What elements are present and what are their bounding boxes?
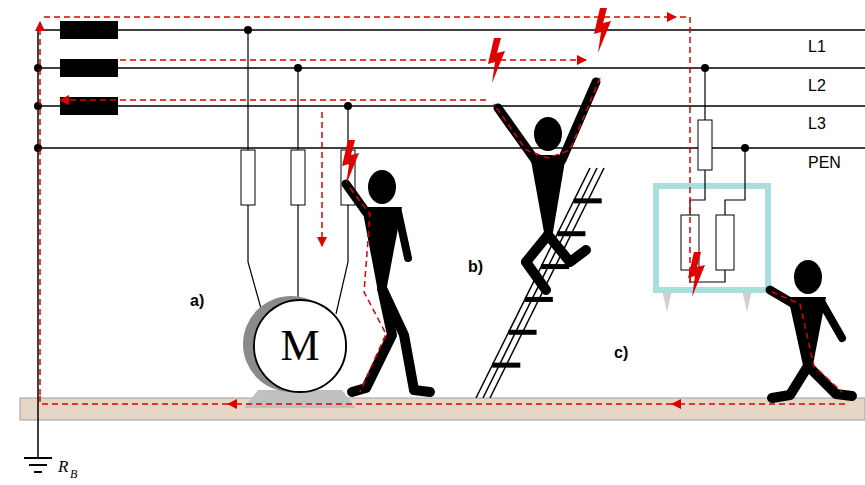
person-b	[498, 82, 596, 290]
ladder-rung	[525, 297, 553, 302]
resistance-subscript: B	[70, 468, 77, 481]
fault-bolt	[594, 8, 611, 53]
conductor-label: PEN	[808, 154, 841, 172]
fault-current-path	[120, 59, 586, 61]
junction-dot	[34, 144, 42, 152]
fault-bolt	[688, 252, 705, 297]
person-c	[822, 303, 842, 338]
resistance-symbol: R	[58, 458, 68, 477]
case-label: b)	[468, 258, 483, 276]
source-winding	[60, 59, 118, 77]
motor-wiring	[336, 106, 348, 314]
fault-current-path	[672, 403, 845, 405]
junction-dot	[34, 102, 42, 110]
person-a	[368, 170, 396, 204]
fuse	[241, 150, 255, 205]
person-b	[562, 82, 596, 160]
fault-current-path	[321, 112, 323, 246]
source-winding	[60, 21, 118, 39]
conductor-lines	[38, 67, 865, 69]
ground-floor	[20, 398, 865, 420]
person-b	[526, 235, 548, 290]
fault-bolt	[342, 8, 705, 297]
earth-symbol	[29, 464, 47, 466]
conductor-lines	[38, 105, 865, 107]
fault-current-path	[40, 17, 845, 404]
phase-label: L3	[808, 115, 826, 133]
motor-symbol: M	[252, 298, 348, 394]
fault-current-path	[228, 403, 672, 405]
source-winding	[60, 97, 118, 115]
appliance-enclosure	[656, 186, 768, 290]
earth-symbol	[24, 457, 52, 459]
fault-current-path	[680, 17, 690, 286]
person-a	[346, 184, 366, 212]
person-b	[498, 108, 535, 160]
source-winding	[60, 21, 118, 115]
person-c	[794, 260, 822, 294]
person-c	[770, 260, 852, 398]
earth-symbol	[34, 471, 42, 473]
person-b	[530, 155, 566, 238]
conductor-lines	[37, 30, 39, 458]
person-c	[772, 366, 808, 398]
conductor-lines	[38, 30, 865, 458]
fuse	[291, 150, 305, 205]
motor-letter: M	[280, 324, 319, 368]
person-b	[548, 235, 586, 262]
ladder-rung	[492, 363, 520, 368]
fault-current-path	[350, 188, 386, 392]
fault-current-path	[44, 16, 676, 18]
phase-label: L1	[808, 38, 826, 56]
ladder-rung	[541, 264, 569, 269]
junction-dot	[34, 26, 749, 152]
case-label: c)	[614, 344, 628, 362]
motor-circle	[254, 300, 346, 392]
ladder	[476, 168, 590, 398]
fault-current-path	[40, 395, 228, 404]
person-a	[382, 288, 430, 392]
motor-wiring	[248, 30, 348, 314]
appliance-enclosure	[716, 215, 734, 270]
fault-current-path	[60, 99, 486, 101]
case-label: a)	[190, 292, 204, 310]
appliance-enclosure	[662, 290, 672, 312]
ladder-rung	[574, 198, 602, 203]
person-a	[346, 170, 430, 392]
appliance-enclosure	[742, 290, 752, 312]
fault-current-path	[494, 78, 600, 158]
conductor-lines	[38, 29, 865, 31]
junction-dot	[34, 64, 42, 72]
fault-current-path	[772, 292, 842, 392]
fault-current-path	[39, 22, 41, 395]
fault-bolt	[488, 38, 505, 83]
earth-symbol	[24, 458, 52, 472]
appliance-enclosure	[698, 120, 712, 170]
ladder-rung	[557, 231, 585, 236]
fault-bolt	[342, 140, 359, 185]
conductor-lines	[38, 147, 865, 149]
person-a	[398, 212, 408, 258]
phase-label: L2	[808, 77, 826, 95]
fuse	[241, 150, 355, 205]
person-b	[534, 117, 562, 151]
ladder-rung	[509, 330, 537, 335]
appliance-enclosure	[656, 68, 768, 312]
